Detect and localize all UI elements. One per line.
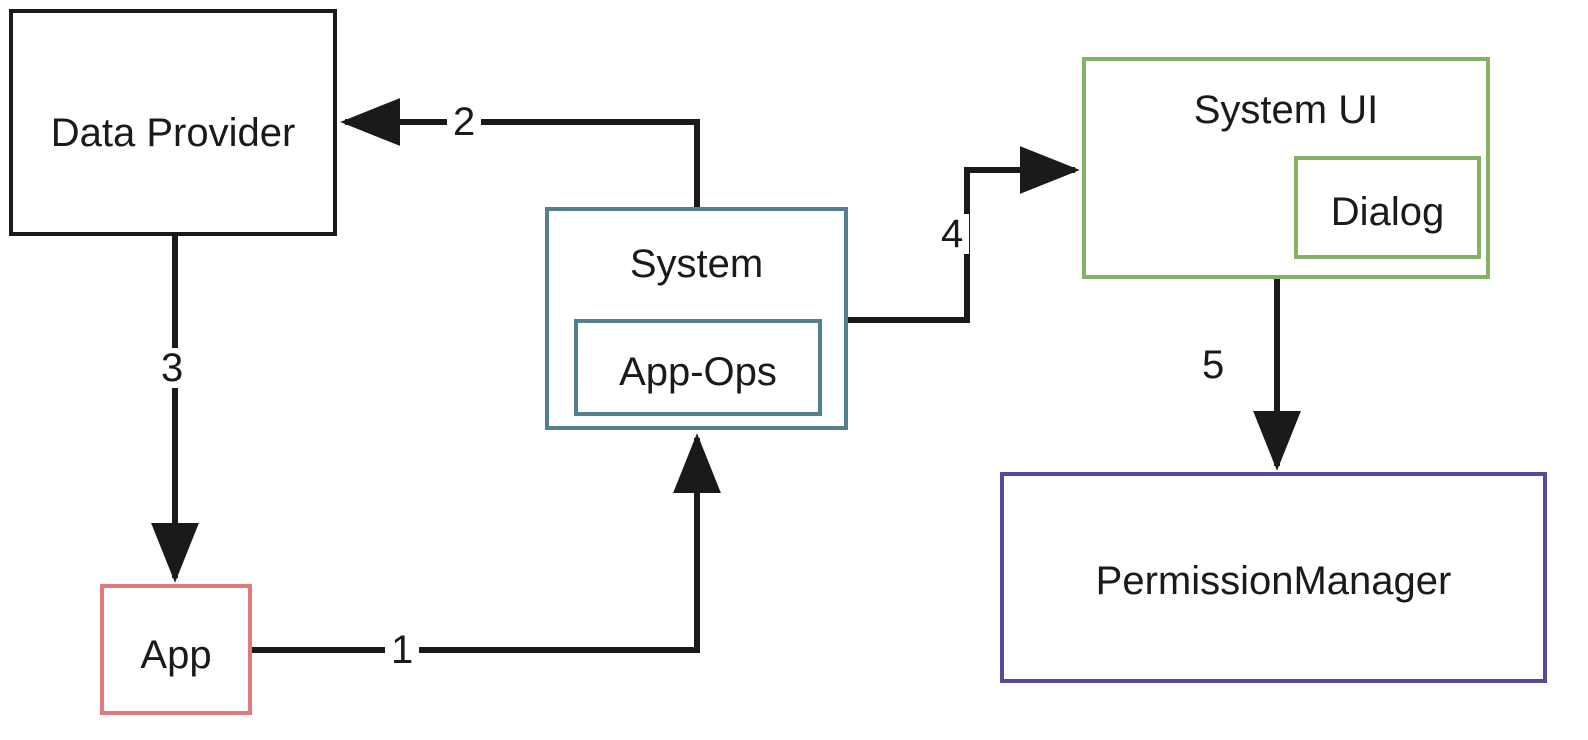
node-system-label: System (629, 242, 764, 286)
edge-label-1: 1 (385, 630, 420, 670)
node-dialog-label: Dialog (1330, 190, 1445, 234)
node-app-ops-label: App-Ops (619, 350, 777, 394)
edge-2 (340, 98, 700, 207)
node-app[interactable]: App (100, 584, 252, 715)
node-system-ui[interactable]: System UI Dialog (1082, 57, 1490, 279)
node-data-provider-label: Data Provider (50, 111, 296, 155)
node-system[interactable]: System App-Ops (545, 207, 848, 430)
edge-1 (252, 433, 721, 653)
node-permission-manager-label: PermissionManager (1095, 559, 1452, 603)
edge-label-3: 3 (155, 348, 190, 388)
node-system-ui-label: System UI (1193, 88, 1379, 132)
node-data-provider[interactable]: Data Provider (9, 9, 337, 236)
edge-label-2: 2 (447, 102, 482, 142)
edge-label-5: 5 (1196, 345, 1231, 385)
node-dialog[interactable]: Dialog (1294, 156, 1481, 259)
node-app-label: App (140, 633, 212, 677)
edge-label-4: 4 (935, 214, 970, 254)
node-permission-manager[interactable]: PermissionManager (1000, 472, 1547, 683)
node-app-ops[interactable]: App-Ops (574, 319, 822, 416)
